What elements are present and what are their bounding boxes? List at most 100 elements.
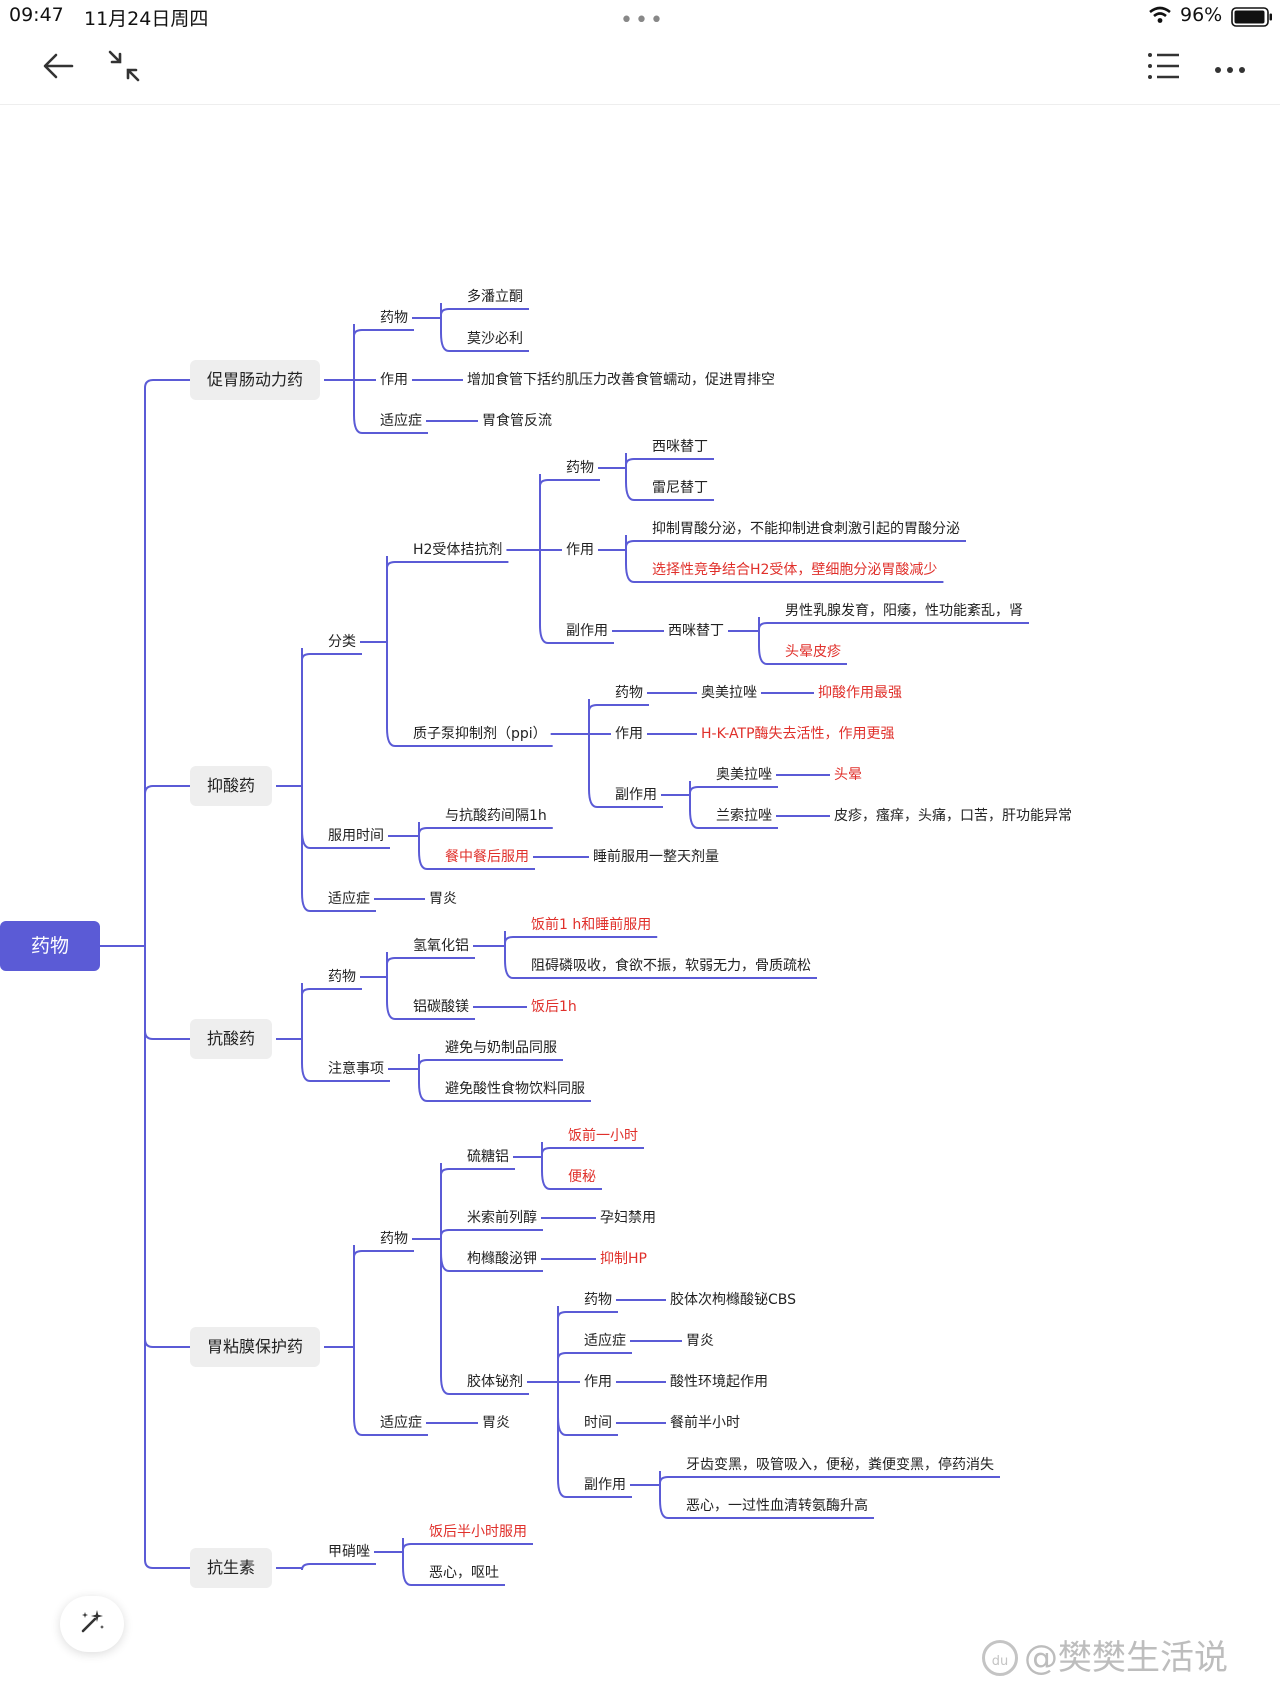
mindmap-node-depth-2[interactable]: 适应症 [380, 413, 422, 429]
mindmap-node-depth-4[interactable]: 阻碍磷吸收，食欲不振，软弱无力，骨质疏松 [531, 958, 811, 974]
mindmap-node-depth-5[interactable]: 西咪替丁 [652, 439, 708, 455]
outline-button[interactable] [1142, 46, 1186, 90]
mindmap-node-depth-3[interactable]: 莫沙必利 [467, 331, 523, 347]
mindmap-node-depth-5[interactable]: 恶心，一过性血清转氨酶升高 [686, 1498, 868, 1514]
collapse-button[interactable] [102, 46, 146, 90]
mindmap-node-depth-5[interactable]: 兰索拉唑 [716, 808, 772, 824]
connector-line [386, 727, 553, 747]
mindmap-branch[interactable]: 胃粘膜保护药 [190, 1327, 321, 1367]
mindmap-branch[interactable]: 抑酸药 [190, 766, 273, 806]
mindmap-node-depth-2[interactable]: 药物 [380, 1231, 408, 1247]
mindmap-node-depth-6[interactable]: 头晕皮疹 [785, 644, 841, 660]
mindmap-branch[interactable]: 抗酸药 [190, 1019, 273, 1059]
mindmap-node-depth-4[interactable]: 饭前1 h和睡前服用 [531, 917, 652, 933]
mindmap-node-depth-3[interactable]: 氢氧化铝 [413, 938, 469, 954]
mindmap-node-depth-2[interactable]: 作用 [380, 372, 408, 388]
connector-line [418, 1082, 591, 1102]
mindmap-node-depth-5[interactable]: 酸性环境起作用 [670, 1374, 768, 1390]
mindmap-node-depth-6[interactable]: 头晕 [834, 767, 862, 783]
connector-line [418, 1059, 563, 1067]
connector-line [386, 957, 475, 965]
multitask-dots-icon[interactable]: ••• [620, 8, 665, 33]
mindmap-node-depth-3[interactable]: 餐中餐后服用 [445, 849, 529, 865]
mindmap-node-depth-4[interactable]: 孕妇禁用 [600, 1210, 656, 1226]
more-button[interactable] [1208, 46, 1252, 90]
connector-line [758, 622, 1029, 630]
magic-button[interactable] [60, 1596, 124, 1652]
mindmap-branch[interactable]: 促胃肠动力药 [190, 360, 321, 400]
connector-line [588, 704, 649, 712]
mindmap-node-depth-4[interactable]: 副作用 [615, 787, 657, 803]
mindmap-node-depth-4[interactable]: 饭前一小时 [568, 1128, 638, 1144]
mindmap-node-depth-2[interactable]: 药物 [328, 969, 356, 985]
mindmap-root[interactable]: 药物 [0, 921, 100, 971]
mindmap-node-depth-3[interactable]: 硫糖铝 [467, 1149, 509, 1165]
mindmap-node-depth-3[interactable]: 饭后半小时服用 [429, 1524, 527, 1540]
connector-line [144, 785, 190, 795]
connector-line [301, 1563, 376, 1571]
mindmap-node-depth-5[interactable]: 选择性竞争结合H2受体，壁细胞分泌胃酸减少 [652, 562, 938, 578]
mindmap-node-depth-2[interactable]: 适应症 [328, 891, 370, 907]
connector-line [659, 1476, 1000, 1484]
mindmap-node-depth-5[interactable]: 胶体次枸橼酸铋CBS [670, 1292, 797, 1308]
mindmap-node-depth-3[interactable]: 恶心，呕吐 [429, 1565, 499, 1581]
mindmap-node-depth-5[interactable]: 西咪替丁 [668, 623, 724, 639]
mindmap-node-depth-3[interactable]: 多潘立酮 [467, 289, 523, 305]
mindmap-node-depth-2[interactable]: 适应症 [380, 1415, 422, 1431]
mindmap-node-depth-5[interactable]: 奥美拉唑 [716, 767, 772, 783]
mindmap-node-depth-4[interactable]: 作用 [566, 542, 594, 558]
mindmap-node-depth-6[interactable]: 抑酸作用最强 [818, 685, 902, 701]
mindmap-node-depth-3[interactable]: 枸橼酸泌钾 [467, 1251, 537, 1267]
mindmap-node-depth-2[interactable]: 服用时间 [328, 828, 384, 844]
mindmap-node-depth-3[interactable]: 铝碳酸镁 [413, 999, 469, 1015]
connector-line [353, 1416, 428, 1436]
mindmap-node-depth-3[interactable]: 胃炎 [429, 891, 457, 907]
mindmap-node-depth-6[interactable]: 皮疹，瘙痒，头痛，口苦，肝功能异常 [834, 808, 1072, 824]
mindmap-node-depth-3[interactable]: H2受体拮抗剂 [413, 542, 503, 558]
connector-line [418, 827, 553, 835]
mindmap-node-depth-5[interactable]: 胃炎 [686, 1333, 714, 1349]
connector-line [353, 414, 428, 434]
mindmap-node-depth-5[interactable]: 雷尼替丁 [652, 480, 708, 496]
mindmap-node-depth-4[interactable]: 作用 [615, 726, 643, 742]
mindmap-node-depth-5[interactable]: H-K-ATP酶失去活性，作用更强 [701, 726, 895, 742]
mindmap-node-depth-5[interactable]: 餐前半小时 [670, 1415, 740, 1431]
mindmap-node-depth-4[interactable]: 药物 [615, 685, 643, 701]
mindmap-node-depth-6[interactable]: 男性乳腺发育，阳痿，性功能紊乱，肾 [785, 603, 1023, 619]
mindmap-node-depth-3[interactable]: 避免与奶制品同服 [445, 1040, 557, 1056]
mindmap-node-depth-4[interactable]: 时间 [584, 1415, 612, 1431]
mindmap-node-depth-4[interactable]: 抑制HP [600, 1251, 647, 1267]
mindmap-node-depth-3[interactable]: 避免酸性食物饮料同服 [445, 1081, 585, 1097]
mindmap-node-depth-4[interactable]: 药物 [566, 460, 594, 476]
mindmap-node-depth-3[interactable]: 胶体铋剂 [467, 1374, 523, 1390]
connector-line [659, 1499, 874, 1519]
mindmap-node-depth-4[interactable]: 作用 [584, 1374, 612, 1390]
mindmap-node-depth-4[interactable]: 便秘 [568, 1169, 596, 1185]
back-button[interactable] [36, 46, 80, 90]
mindmap-node-depth-4[interactable]: 副作用 [566, 623, 608, 639]
mindmap-node-depth-3[interactable]: 胃食管反流 [482, 413, 552, 429]
mindmap-node-depth-4[interactable]: 药物 [584, 1292, 612, 1308]
mindmap-node-depth-4[interactable]: 副作用 [584, 1477, 626, 1493]
mindmap-node-depth-4[interactable]: 适应症 [584, 1333, 626, 1349]
connector-line [353, 1250, 414, 1258]
mindmap-node-depth-4[interactable]: 睡前服用一整天剂量 [593, 849, 719, 865]
mindmap-node-depth-3[interactable]: 增加食管下括约肌压力改善食管蠕动，促进胃排空 [467, 372, 775, 388]
mindmap-node-depth-5[interactable]: 奥美拉唑 [701, 685, 757, 701]
mindmap-node-depth-2[interactable]: 药物 [380, 310, 408, 326]
mindmap-node-depth-2[interactable]: 甲硝唑 [328, 1544, 370, 1560]
mindmap-node-depth-2[interactable]: 分类 [328, 634, 356, 650]
mindmap-node-depth-2[interactable]: 注意事项 [328, 1061, 384, 1077]
mindmap-node-depth-3[interactable]: 胃炎 [482, 1415, 510, 1431]
mindmap-node-depth-5[interactable]: 抑制胃酸分泌，不能抑制进食刺激引起的胃酸分泌 [652, 521, 960, 537]
connector-line [689, 786, 778, 794]
mindmap-node-depth-4[interactable]: 饭后1h [531, 999, 577, 1015]
mindmap-node-depth-3[interactable]: 米索前列醇 [467, 1210, 537, 1226]
mindmap-branch[interactable]: 抗生素 [190, 1548, 273, 1588]
mindmap-node-depth-3[interactable]: 质子泵抑制剂（ppi） [413, 726, 547, 742]
mindmap-node-depth-5[interactable]: 牙齿变黑，吸管吸入，便秘，粪便变黑，停药消失 [686, 1457, 994, 1473]
connector-line [301, 892, 376, 912]
status-time: 09:47 [9, 4, 64, 26]
mindmap-node-depth-3[interactable]: 与抗酸药间隔1h [445, 808, 547, 824]
